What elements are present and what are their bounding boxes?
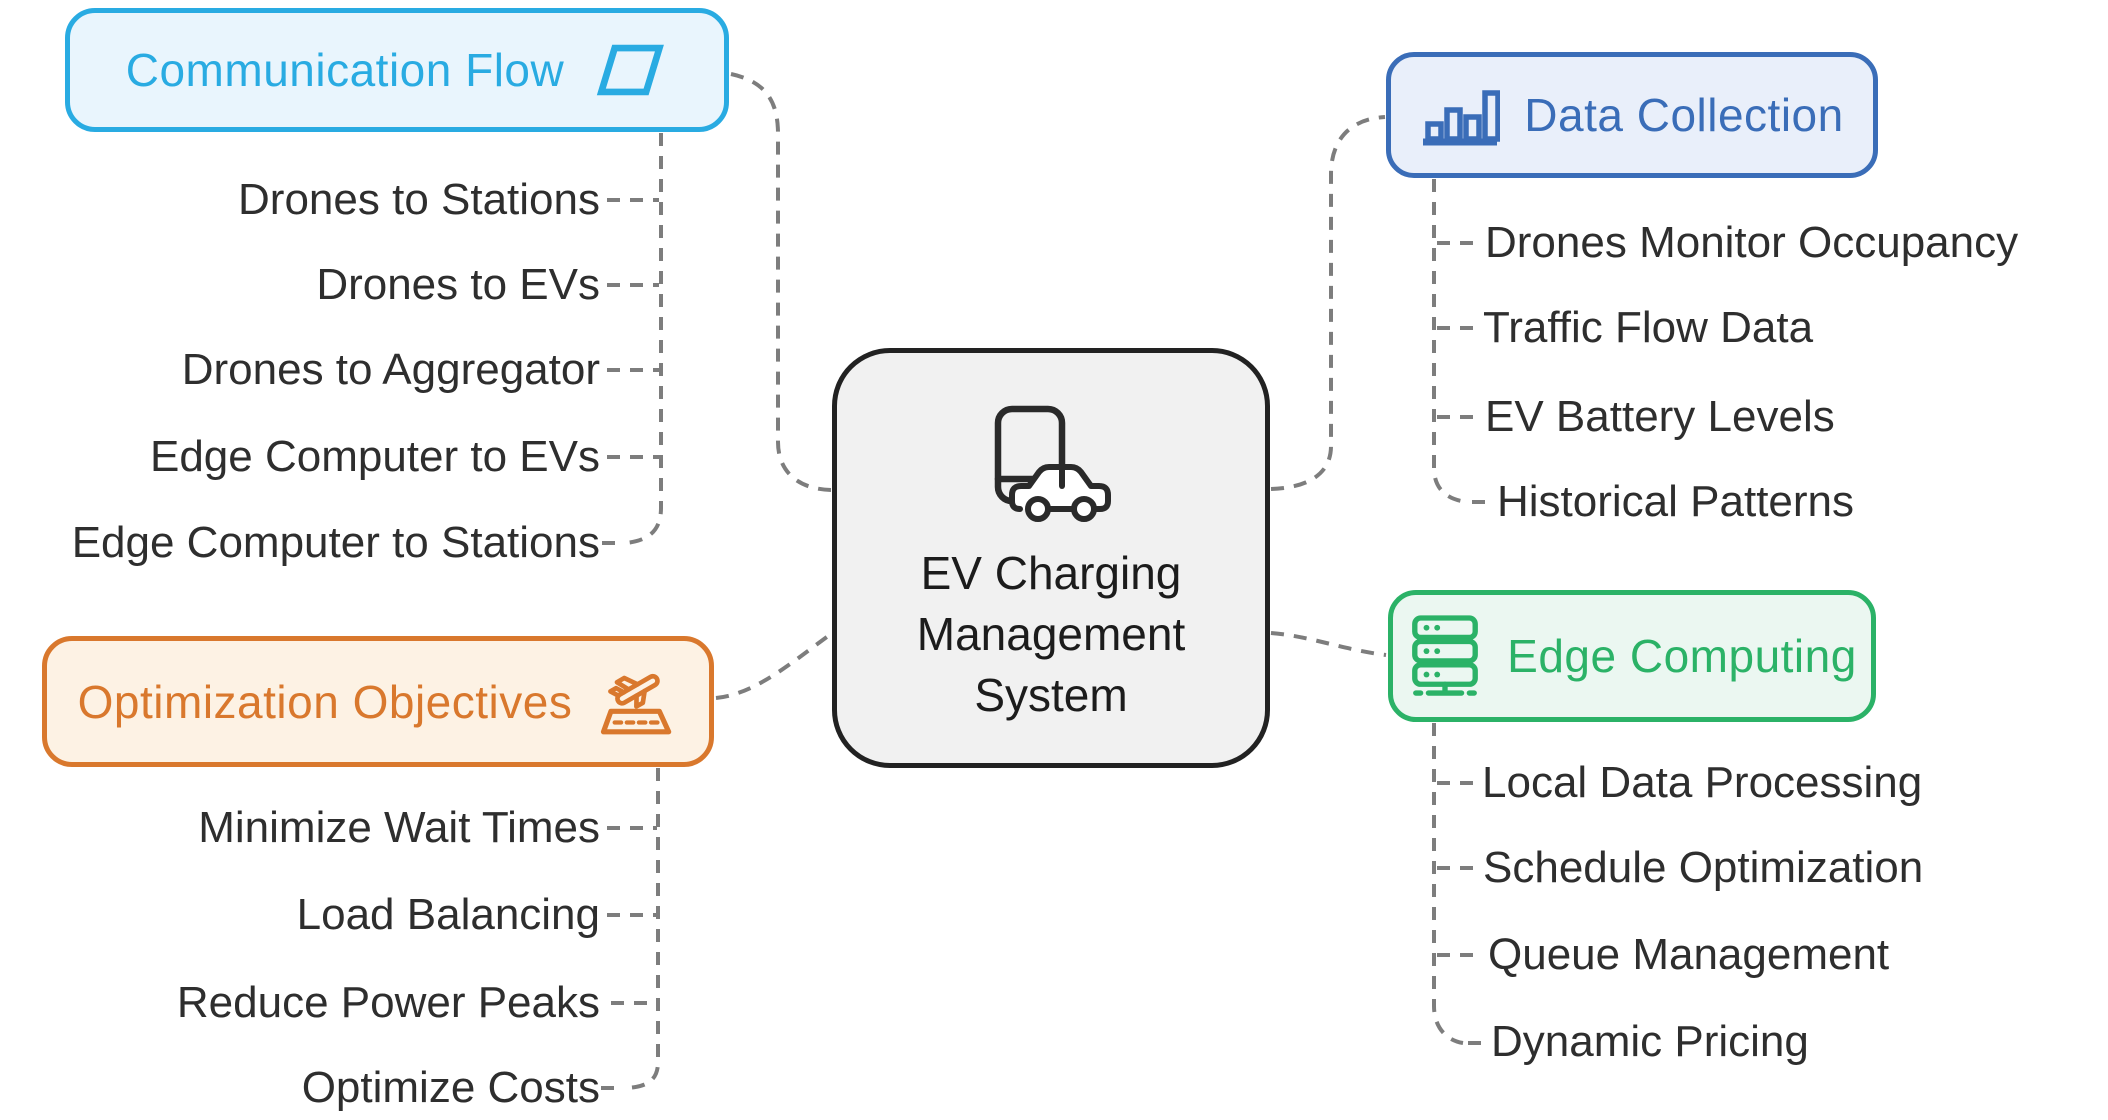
branch-item: Schedule Optimization [1483, 843, 1924, 892]
branch-item: Edge Computer to Stations [71, 518, 600, 567]
branch-item: Historical Patterns [1497, 477, 1855, 526]
branch-data-collection: Data Collection [1386, 52, 1878, 178]
flight-takeoff-icon [596, 662, 678, 742]
parallelogram-icon [588, 41, 668, 99]
branch-optimization-objectives: Optimization Objectives [42, 636, 714, 767]
branch-item: Drones to Aggregator [181, 345, 600, 394]
branch-item: Drones Monitor Occupancy [1485, 218, 2019, 267]
connector-communication-to-center [730, 72, 832, 492]
branch-label: Edge Computing [1507, 630, 1857, 682]
ev-station-car-icon [986, 403, 1116, 529]
center-title-line: Management [916, 608, 1186, 660]
branch-item: Dynamic Pricing [1491, 1017, 1809, 1066]
center-title-line: EV Charging [920, 547, 1182, 599]
branch-label: Data Collection [1524, 89, 1844, 141]
branch-label: Communication Flow [125, 44, 565, 96]
connector-center-to-datacollection [1270, 115, 1386, 491]
server-icon [1407, 614, 1483, 698]
branch-item: Edge Computer to EVs [149, 432, 600, 481]
center-node-title: EV Charging Management System [917, 543, 1186, 726]
center-title-line: System [974, 669, 1128, 721]
connector-edgecomputing-subline [1432, 723, 1464, 1045]
center-node-ev-charging-management-system: EV Charging Management System [832, 348, 1270, 768]
branch-item: Minimize Wait Times [198, 803, 600, 852]
bar-chart-icon [1420, 84, 1501, 146]
connector-center-to-edgecomputing [1270, 631, 1387, 657]
branch-label: Optimization Objectives [77, 675, 573, 728]
connector-optimization-to-center [715, 632, 833, 700]
branch-edge-computing: Edge Computing [1388, 590, 1876, 722]
branch-item: Traffic Flow Data [1483, 303, 1814, 352]
branch-item: Drones to Stations [238, 175, 600, 224]
branch-item: Optimize Costs [301, 1063, 600, 1112]
connector-communication-subline [624, 133, 663, 545]
branch-item: Local Data Processing [1482, 758, 1923, 807]
connector-datacollection-subline [1432, 179, 1469, 504]
connector-optimization-subline [625, 768, 660, 1090]
branch-item: EV Battery Levels [1485, 392, 1835, 441]
branch-communication-flow: Communication Flow [65, 8, 729, 132]
branch-item: Drones to EVs [316, 260, 600, 309]
branch-item: Queue Management [1488, 930, 1890, 979]
branch-item: Load Balancing [296, 890, 600, 939]
branch-item: Reduce Power Peaks [176, 978, 600, 1027]
